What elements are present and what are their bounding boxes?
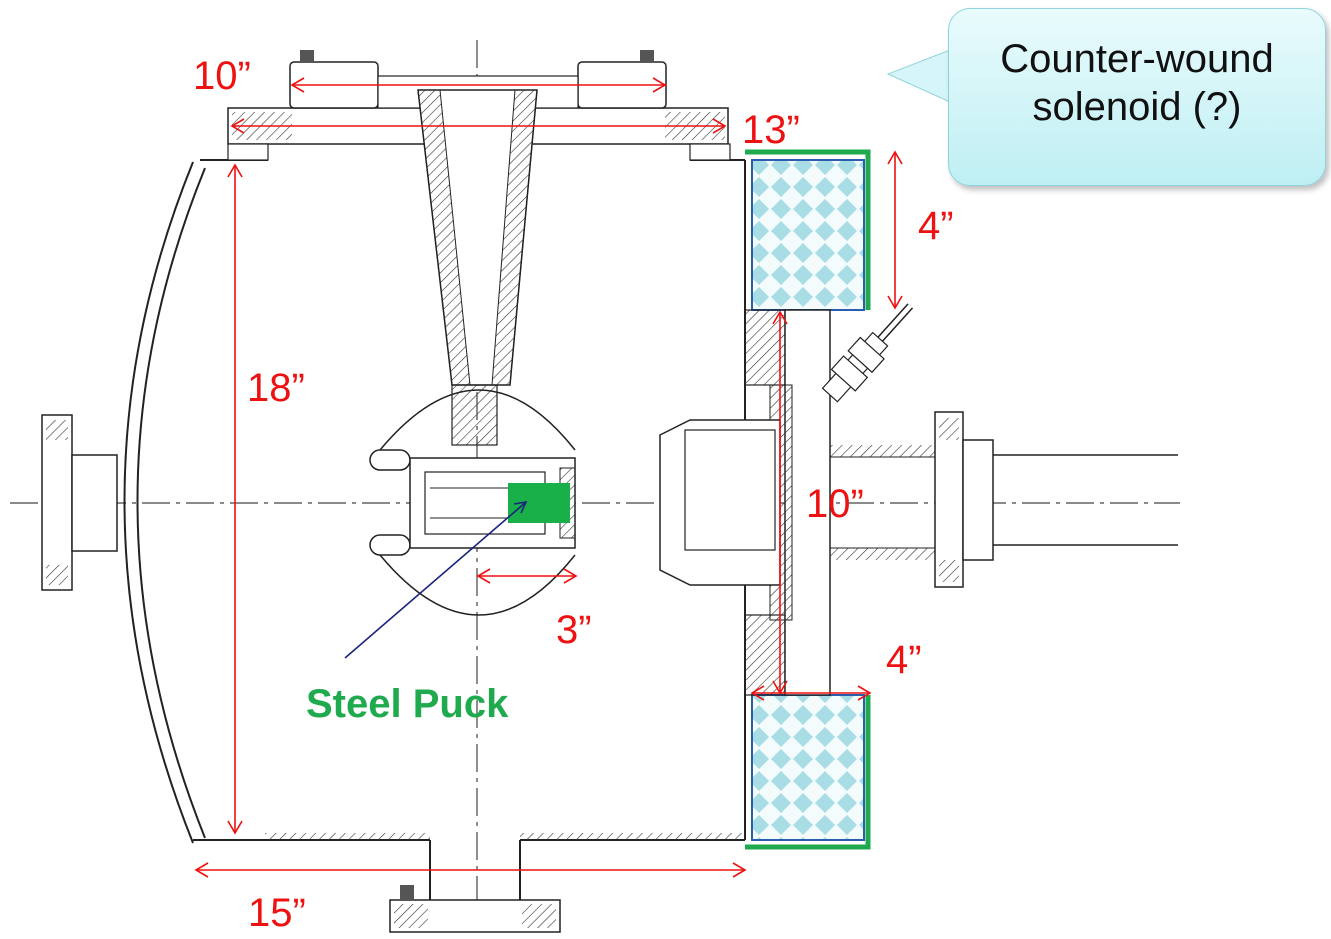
solenoid-bottom — [745, 694, 871, 850]
dim-top-flange: 13” — [742, 108, 800, 152]
dim-solenoid-top: 4” — [918, 204, 954, 248]
dim-top-inner: 10” — [193, 54, 251, 98]
dim-solenoid-bottom: 4” — [886, 638, 922, 682]
solenoid-top — [745, 149, 871, 311]
dimension-lines — [194, 77, 903, 878]
puck-pointer-head — [513, 500, 528, 514]
steel-puck-label: Steel Puck — [306, 682, 509, 726]
callout-tail — [886, 49, 951, 103]
dim-puck-width: 3” — [556, 608, 592, 652]
puck-pointer — [344, 501, 527, 659]
callout-text: Counter-wound solenoid (?) — [949, 35, 1325, 131]
puck-holder — [369, 389, 576, 616]
right-port-assembly — [659, 303, 1178, 696]
dim-chamber-height: 18” — [247, 366, 305, 410]
solenoid-callout: Counter-wound solenoid (?) — [948, 8, 1326, 186]
callout-line-1: Counter-wound — [1000, 37, 1274, 81]
dim-port-diameter: 10” — [806, 482, 864, 526]
left-viewport — [41, 414, 118, 591]
cone-feedthrough — [417, 89, 538, 446]
callout-line-2: solenoid (?) — [1032, 85, 1242, 129]
dim-chamber-width: 15” — [248, 891, 306, 935]
bottom-port — [389, 840, 561, 933]
